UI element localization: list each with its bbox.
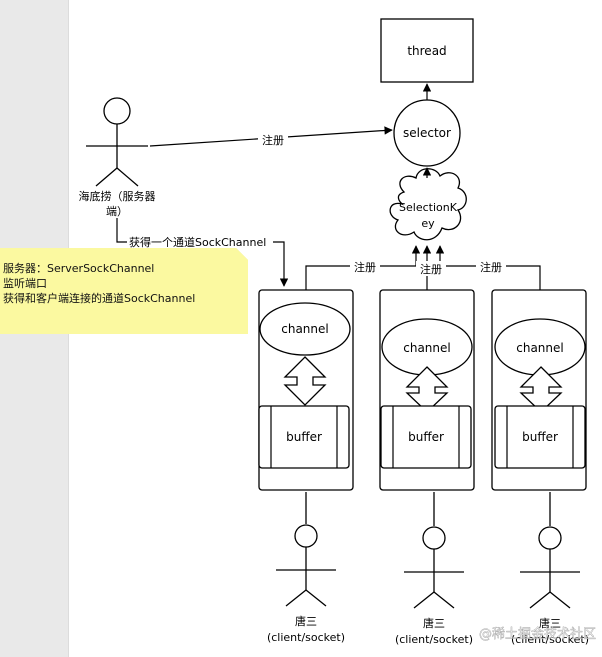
- client-actor-2-name: 唐三: [423, 616, 445, 630]
- client-actor-1: [276, 492, 336, 607]
- selector-label: selector: [403, 126, 451, 140]
- channel-label-1: channel: [281, 322, 328, 336]
- note-line-2: 监听端口: [3, 277, 47, 290]
- channel-node-1: [259, 302, 351, 356]
- client-actor-1-role: (client/socket): [267, 631, 345, 644]
- client-box-2: channel buffer: [379, 289, 475, 491]
- server-note: 服务器：ServerSockChannel 监听端口 获得和客户端连接的通道So…: [0, 248, 248, 334]
- client-actor-3-role: (client/socket): [511, 633, 589, 646]
- buffer-node-1: [258, 405, 350, 469]
- channel-label-3: channel: [516, 341, 563, 355]
- register-label-3: 注册: [480, 260, 502, 274]
- register-label-bg-2: [416, 261, 446, 276]
- get-channel-label-bg: [127, 234, 273, 250]
- selection-key-label-2: ey: [421, 217, 435, 230]
- client-box-1: channel buffer: [258, 289, 354, 491]
- buffer-node-3: [494, 405, 586, 469]
- buffer-node-2: [380, 405, 472, 469]
- server-actor: [86, 97, 148, 187]
- buffer-label-1: buffer: [286, 430, 322, 444]
- client-box-3: channel buffer: [491, 289, 587, 491]
- register-label-bg-1: [350, 259, 380, 274]
- client-actor-1-name: 唐三: [295, 614, 317, 628]
- note-line-3: 获得和客户端连接的通道SockChannel: [3, 292, 196, 305]
- note-line-1: 服务器：ServerSockChannel: [3, 262, 155, 275]
- channel-label-2: channel: [403, 341, 450, 355]
- client-actor-2: [404, 492, 464, 609]
- server-register-label-bg: [258, 131, 288, 147]
- client-actor-2-role: (client/socket): [395, 633, 473, 646]
- selection-key-label-1: SelectionK: [399, 201, 458, 214]
- watermark: @稀土掘金技术社区: [479, 626, 596, 642]
- get-channel-label: 获得一个通道SockChannel: [129, 235, 266, 249]
- register-label-2: 注册: [420, 262, 442, 276]
- register-label-bg-3: [476, 259, 506, 274]
- server-register-label: 注册: [262, 133, 284, 147]
- server-actor-label-2: 端）: [106, 205, 128, 218]
- thread-box: [380, 18, 474, 83]
- register-label-1: 注册: [354, 260, 376, 274]
- client-actor-3-name: 唐三: [539, 616, 561, 630]
- thread-label: thread: [407, 44, 446, 58]
- server-actor-label-1: 海底捞（服务器: [79, 189, 156, 203]
- buffer-label-3: buffer: [522, 430, 558, 444]
- client-actor-3: [520, 492, 580, 609]
- double-arrow-1: [283, 356, 327, 406]
- buffer-label-2: buffer: [408, 430, 444, 444]
